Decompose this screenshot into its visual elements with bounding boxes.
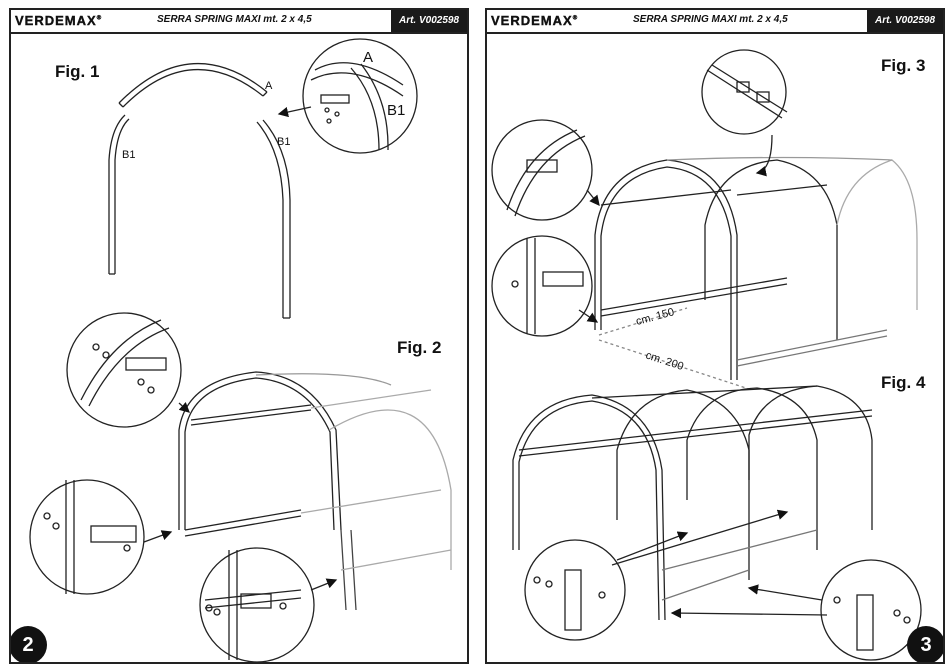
fig3-detail-top (702, 50, 787, 134)
fig2-detail-left (30, 480, 144, 594)
fig1-label-a: A (265, 80, 273, 92)
detail-label-a: A (363, 49, 373, 66)
fig2-detail-top (67, 313, 181, 427)
fig1-leg-b1-left (109, 115, 129, 274)
fig1-leg-b1-right (257, 120, 290, 318)
fig2-detail-bottom (200, 548, 314, 662)
fig3-detail-left-top (492, 120, 592, 220)
fig2-frame (179, 372, 451, 610)
fig1-detail-circle (303, 39, 417, 153)
fig4-detail-right (821, 560, 921, 660)
right-page-illustrations: cm. 150 cm. 200 (487, 10, 945, 664)
detail-label-b1: B1 (387, 102, 405, 119)
fig4-frame (513, 386, 872, 620)
page-number: 3 (907, 626, 945, 664)
fig3-frame (595, 158, 917, 381)
left-page-illustrations: A B1 B1 A B1 (11, 10, 469, 664)
fig4-detail-left (525, 540, 625, 640)
page-number: 2 (9, 626, 47, 664)
dimension-length: cm. 200 (644, 349, 685, 373)
manual-page-3: VERDEMAX® SERRA SPRING MAXI mt. 2 x 4,5 … (485, 8, 945, 664)
fig1-label-b1-left: B1 (122, 149, 135, 161)
fig1-label-b1-right: B1 (277, 136, 290, 148)
manual-page-2: VERDEMAX® SERRA SPRING MAXI mt. 2 x 4,5 … (9, 8, 469, 664)
fig3-detail-left-bottom (492, 236, 592, 336)
fig1-arc-a (119, 64, 267, 107)
